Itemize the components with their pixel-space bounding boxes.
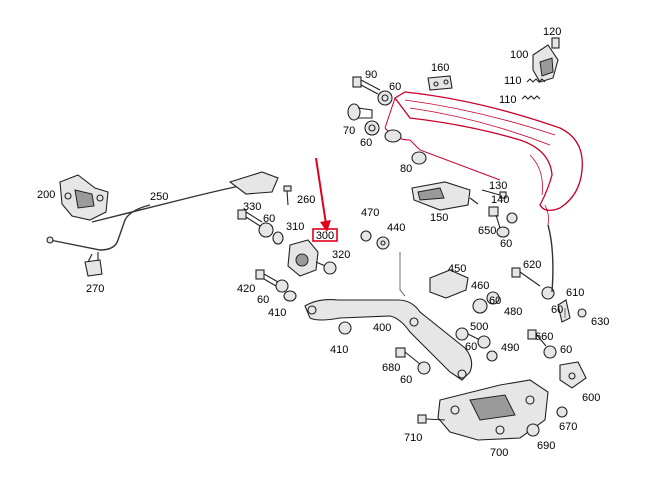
label-110-a: 110 [504, 75, 522, 87]
label-120: 120 [543, 26, 561, 38]
label-90: 90 [365, 69, 377, 81]
highlight-label: 300 [316, 230, 334, 242]
label-60-a: 60 [389, 81, 401, 93]
label-60-h: 60 [560, 344, 572, 356]
cable-red [547, 224, 554, 293]
pin-70 [347, 103, 373, 121]
handle-100 [532, 37, 560, 83]
label-110-b: 110 [499, 94, 517, 106]
washer-440 [376, 236, 390, 250]
label-650: 650 [478, 225, 496, 237]
bolt-90 [352, 76, 393, 106]
label-480: 480 [504, 306, 522, 318]
screw-130 [469, 189, 507, 205]
label-610: 610 [566, 287, 584, 299]
label-70: 70 [343, 125, 355, 137]
label-60-b: 60 [360, 137, 372, 149]
label-60-d: 60 [500, 238, 512, 250]
bolt-680 [395, 347, 431, 375]
washer-470 [360, 230, 372, 242]
label-490: 490 [501, 342, 519, 354]
label-60-g: 60 [551, 304, 563, 316]
washer-460 [472, 291, 500, 314]
label-710: 710 [404, 432, 422, 444]
clip-270 [84, 252, 103, 277]
lever-400 [304, 299, 473, 381]
label-410-b: 410 [330, 344, 348, 356]
label-700: 700 [490, 447, 508, 459]
label-250: 250 [150, 191, 168, 203]
label-660: 660 [535, 331, 553, 343]
actuator-310 [287, 239, 337, 277]
washer-60-b [364, 120, 402, 143]
label-330: 330 [243, 201, 261, 213]
bolt-660 [527, 329, 557, 359]
bolt-710 [417, 414, 446, 424]
cover-450 [429, 269, 469, 299]
label-80: 80 [400, 163, 412, 175]
label-60-c: 60 [263, 213, 275, 225]
label-200: 200 [37, 189, 55, 201]
label-60-f: 60 [489, 295, 501, 307]
label-150: 150 [430, 212, 448, 224]
label-690: 690 [537, 440, 555, 452]
link-600 [559, 361, 587, 389]
bolt-650 [488, 206, 518, 238]
spring-110 [521, 78, 546, 100]
label-270: 270 [86, 283, 104, 295]
bolt-500 [455, 327, 498, 362]
label-450: 450 [448, 263, 466, 275]
label-680: 680 [382, 362, 400, 374]
label-410-a: 410 [268, 307, 286, 319]
latch-200 [59, 174, 109, 221]
label-400: 400 [373, 322, 391, 334]
screw-260 [283, 185, 292, 206]
cable-250 [46, 171, 279, 251]
bracket-160 [427, 75, 453, 91]
label-620: 620 [523, 259, 541, 271]
bolt-330 [237, 209, 284, 245]
label-500: 500 [470, 321, 488, 333]
label-60-j: 60 [400, 374, 412, 386]
label-130: 130 [489, 180, 507, 192]
washer-690 [526, 406, 568, 437]
label-630: 630 [591, 316, 609, 328]
label-140: 140 [491, 194, 509, 206]
label-100: 100 [510, 49, 528, 61]
label-160: 160 [431, 62, 449, 74]
label-310: 310 [286, 221, 304, 233]
label-60-i: 60 [465, 341, 477, 353]
label-600: 600 [582, 392, 600, 404]
label-320: 320 [332, 249, 350, 261]
bushing-80 [411, 151, 427, 165]
bolt-620 [511, 267, 555, 300]
bolt-420 [255, 269, 297, 302]
leader-lines [399, 252, 566, 318]
label-60-e: 60 [257, 294, 269, 306]
bracket-700 [437, 379, 549, 441]
label-460: 460 [471, 280, 489, 292]
washer-410-b [338, 321, 352, 335]
label-420: 420 [237, 283, 255, 295]
label-440: 440 [387, 222, 405, 234]
washer-610 [557, 299, 587, 323]
label-470: 470 [361, 207, 379, 219]
highlight-300: 300 [312, 157, 338, 242]
bracket-150 [411, 181, 471, 211]
label-260: 260 [297, 194, 315, 206]
part-labels: 120 100 160 90 60 110 110 70 60 80 200 2… [37, 26, 609, 459]
label-670: 670 [559, 421, 577, 433]
